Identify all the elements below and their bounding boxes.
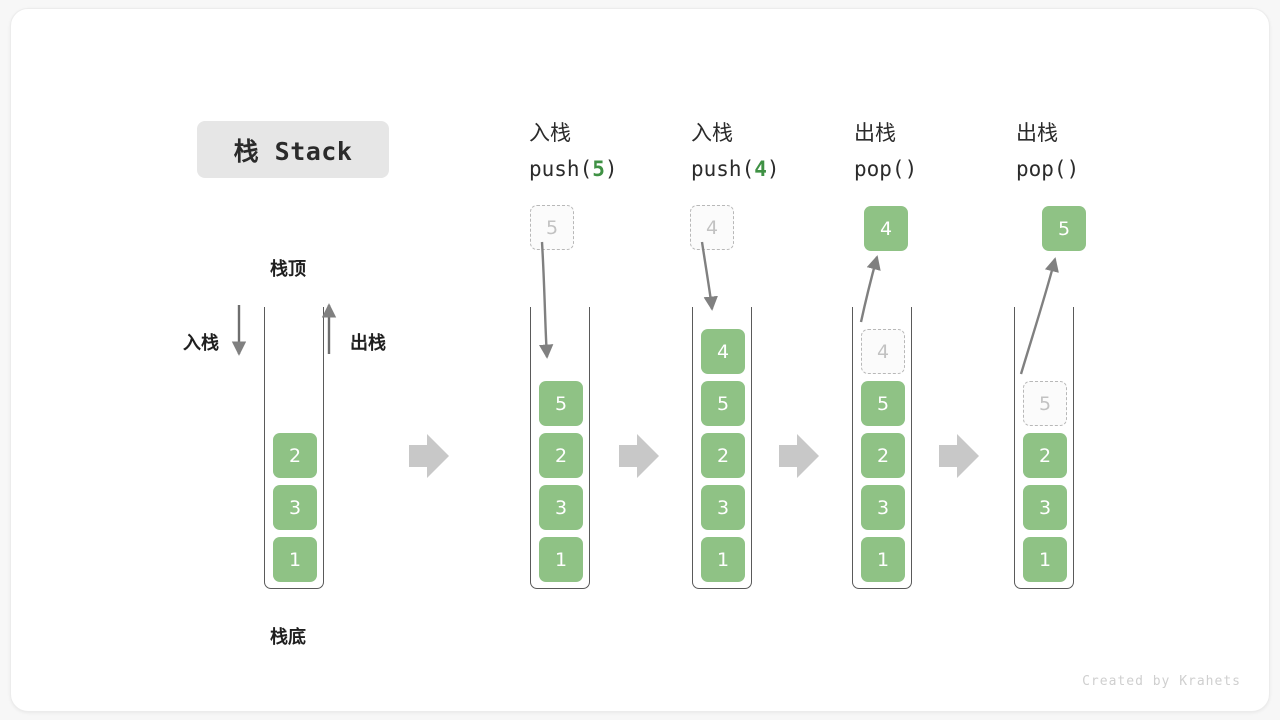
- outgoing-element-box: 4: [864, 206, 908, 251]
- stack-cell: 5: [701, 381, 745, 426]
- incoming-element-box: 5: [530, 205, 574, 250]
- stack-cell: 3: [1023, 485, 1067, 530]
- step-chevron-icon: [409, 434, 449, 478]
- op-code-prefix: push(: [691, 157, 755, 181]
- op-label-cn: 出栈: [854, 121, 896, 145]
- op-code-arg: 4: [754, 157, 767, 181]
- stack-cell: 2: [273, 433, 317, 478]
- stack-cell: 4: [701, 329, 745, 374]
- outgoing-element-box: 5: [1042, 206, 1086, 251]
- stack-cell: 3: [539, 485, 583, 530]
- stack-cell: 1: [861, 537, 905, 582]
- stack-cell: 2: [861, 433, 905, 478]
- diagram-title-badge: 栈 Stack: [197, 121, 389, 178]
- stack-cell-ghost: 5: [1023, 381, 1067, 426]
- op-code-arg: 5: [592, 157, 605, 181]
- op-label-push-4: 入栈 push(4): [691, 115, 780, 187]
- page-title: 栈 Stack: [233, 136, 353, 166]
- label-stack-bottom: 栈底: [270, 627, 306, 648]
- op-code-prefix: pop(: [854, 157, 905, 181]
- label-stack-top: 栈顶: [270, 259, 306, 280]
- label-push-side: 入栈: [183, 333, 219, 354]
- stack-cell: 2: [1023, 433, 1067, 478]
- stack-container-push-4: 4 5 2 3 1: [692, 307, 752, 589]
- stack-cell-ghost: 4: [861, 329, 905, 374]
- stack-cell: 1: [1023, 537, 1067, 582]
- stack-cell: 1: [539, 537, 583, 582]
- step-chevron-icon: [779, 434, 819, 478]
- op-label-code: pop(): [1016, 151, 1079, 187]
- stack-cell: 5: [539, 381, 583, 426]
- op-label-pop-4: 出栈 pop(): [854, 115, 917, 187]
- stack-container-pop-5: 5 2 3 1: [1014, 307, 1074, 589]
- step-chevron-icon: [939, 434, 979, 478]
- op-code-suffix: ): [904, 157, 918, 181]
- stack-cell: 2: [701, 433, 745, 478]
- arrows-overlay: [231, 241, 1059, 478]
- op-code-prefix: push(: [529, 157, 593, 181]
- op-label-cn: 入栈: [691, 121, 733, 145]
- op-code-suffix: ): [1066, 157, 1080, 181]
- push-4-flow-arrow-icon: [700, 241, 718, 311]
- op-label-push-5: 入栈 push(5): [529, 115, 618, 187]
- op-label-code: push(5): [529, 151, 618, 187]
- stack-cell: 3: [701, 485, 745, 530]
- stack-container-push-5: 5 2 3 1: [530, 307, 590, 589]
- op-code-prefix: pop(: [1016, 157, 1067, 181]
- step-chevron-icon: [619, 434, 659, 478]
- op-label-code: push(4): [691, 151, 780, 187]
- op-code-suffix: ): [604, 157, 618, 181]
- stack-container-pop-4: 4 5 2 3 1: [852, 307, 912, 589]
- stack-cell: 1: [273, 537, 317, 582]
- op-label-code: pop(): [854, 151, 917, 187]
- footer-credit: Created by Krahets: [1082, 674, 1241, 689]
- op-code-suffix: ): [766, 157, 780, 181]
- op-label-pop-5: 出栈 pop(): [1016, 115, 1079, 187]
- stack-cell: 5: [861, 381, 905, 426]
- diagram-canvas: 栈 Stack 栈顶 栈底 入栈 出栈 2 3 1 入栈 push(5) 5 5…: [10, 8, 1270, 712]
- stack-cell: 2: [539, 433, 583, 478]
- incoming-element-box: 4: [690, 205, 734, 250]
- stack-container-initial: 2 3 1: [264, 307, 324, 589]
- stack-cell: 3: [273, 485, 317, 530]
- op-label-cn: 入栈: [529, 121, 571, 145]
- label-pop-side: 出栈: [350, 333, 386, 354]
- op-label-cn: 出栈: [1016, 121, 1058, 145]
- stack-cell: 3: [861, 485, 905, 530]
- stack-cell: 1: [701, 537, 745, 582]
